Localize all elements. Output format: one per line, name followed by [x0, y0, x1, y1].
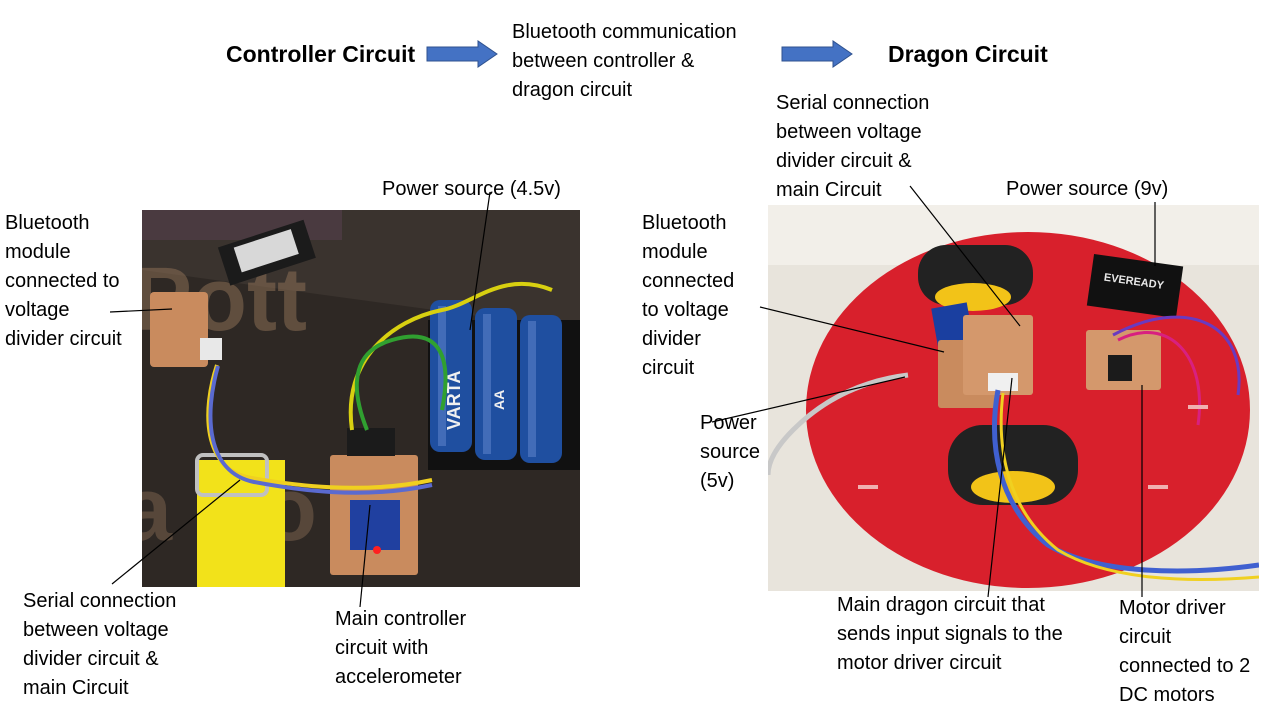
- arrow-right-icon: [781, 40, 853, 68]
- dragon-main-label: Main dragon circuit that sends input sig…: [837, 594, 1063, 674]
- bluetooth-communication-label: Bluetooth communication between controll…: [512, 21, 737, 101]
- controller-bluetooth-label: Bluetooth module connected to voltage di…: [5, 212, 122, 350]
- battery-holder: VARTA AA: [428, 300, 580, 470]
- dragon-circuit-title: Dragon Circuit: [888, 41, 1048, 67]
- dragon-motor-label: Motor driver circuit connected to 2 DC m…: [1119, 597, 1251, 706]
- controller-main-label: Main controller circuit with acceleromet…: [335, 608, 467, 688]
- arrow-right-icon: [426, 40, 498, 68]
- battery-9v: EVEREADY: [1086, 253, 1184, 319]
- dragon-serial-label: Serial connection between voltage divide…: [776, 92, 930, 201]
- dragon-power9-label: Power source (9v): [1006, 178, 1169, 200]
- voltage-divider-pcb: [150, 292, 208, 367]
- dragon-circuit-photo: EVEREADY: [768, 205, 1259, 591]
- svg-text:AA: AA: [491, 390, 507, 410]
- wheel-top: [918, 245, 1033, 311]
- svg-text:VARTA: VARTA: [444, 371, 464, 430]
- wheel-bottom: [948, 425, 1078, 505]
- controller-circuit-title: Controller Circuit: [226, 41, 416, 67]
- dragon-bluetooth-label: Bluetooth module connected to voltage di…: [642, 212, 735, 379]
- controller-serial-label: Serial connection between voltage divide…: [23, 590, 177, 699]
- controller-power-label: Power source (4.5v): [382, 178, 561, 200]
- controller-circuit-photo: Pott a Bo d VARTA AA: [142, 210, 580, 587]
- dragon-power5-label: Power source (5v): [700, 412, 761, 492]
- bluetooth-module: [217, 219, 316, 286]
